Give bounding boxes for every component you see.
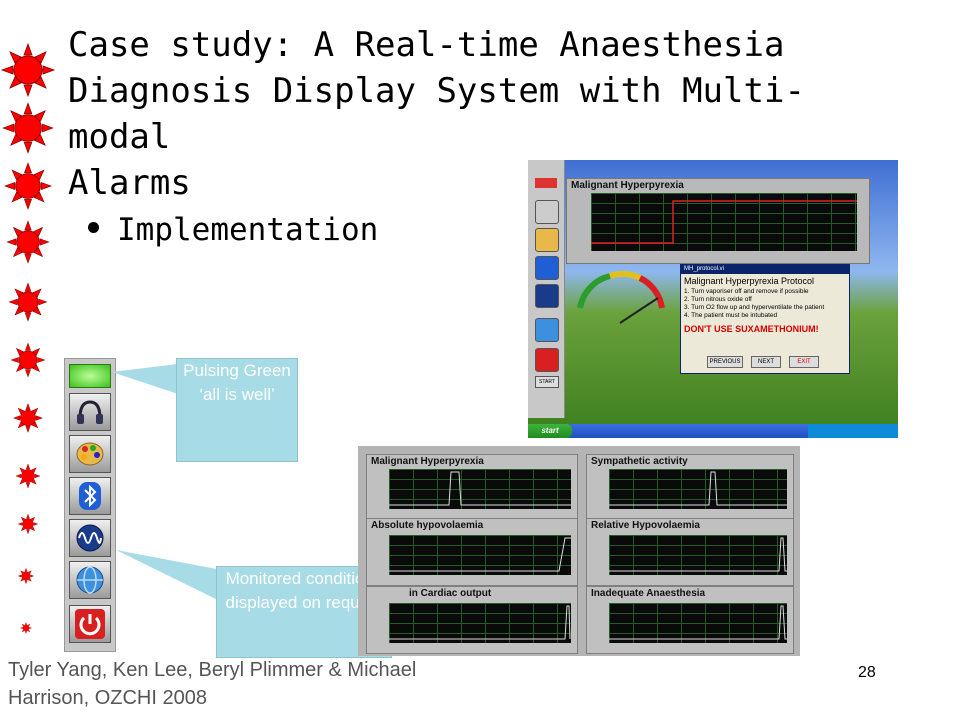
system-tray [808, 424, 898, 438]
plot-panel: Inadequate Anaesthesia [586, 586, 794, 654]
waveform-icon[interactable] [69, 519, 111, 557]
bullet-item: Implementation [88, 212, 378, 248]
plot-panel: Absolute hypovolaemia [366, 518, 578, 586]
globe-icon[interactable] [69, 561, 111, 599]
plot-title: in Cardiac output [409, 588, 492, 599]
plot-area [389, 535, 571, 575]
sun-icon [15, 463, 41, 489]
plot-title: Malignant Hyperpyrexia [571, 180, 684, 191]
sun-icon [11, 343, 45, 377]
headphones-icon[interactable] [535, 200, 559, 224]
dialog-heading: Malignant Hyperpyrexia Protocol [684, 276, 815, 286]
plot-area [591, 193, 857, 251]
windows-taskbar [528, 424, 898, 438]
list-item: 2. Turn nitrous oxide off [684, 296, 752, 303]
sun-icon [20, 622, 32, 634]
previous-button[interactable]: PREVIOUS [707, 356, 743, 368]
windows-start-button[interactable]: start [528, 424, 572, 438]
callout-pulsing-green: Pulsing Green ‘all is well’ [176, 358, 298, 462]
red-alarm-light-icon [535, 178, 557, 188]
callout-pointer [116, 550, 222, 602]
protocol-dialog: MH_protocol.vi Malignant Hyperpyrexia Pr… [680, 264, 850, 374]
plot-area [609, 535, 787, 575]
dialog-titlebar: MH_protocol.vi [681, 265, 849, 274]
list-item: 1. Turn vaporiser off and remove if poss… [684, 288, 809, 295]
plot-panel: Malignant Hyperpyrexia [566, 178, 870, 264]
sun-icon [13, 403, 43, 433]
waveform-icon[interactable] [535, 284, 559, 308]
palette-icon[interactable] [535, 228, 559, 252]
next-button[interactable]: NEXT [751, 356, 781, 368]
sun-icon [18, 568, 34, 584]
plot-panel: Relative Hypovolaemia [586, 518, 794, 586]
palette-icon[interactable] [69, 435, 111, 473]
decorative-sun-column [0, 40, 56, 640]
plot-title: Relative Hypovolaemia [591, 520, 700, 531]
bluetooth-icon[interactable] [535, 256, 559, 280]
dialog-steps: 1. Turn vaporiser off and remove if poss… [684, 288, 846, 320]
page-number: 28 [858, 664, 876, 681]
globe-icon[interactable] [535, 318, 559, 342]
screenshot-monitor-grid: Malignant Hyperpyrexia Sympathetic activ… [358, 446, 800, 656]
headphones-icon[interactable] [69, 393, 111, 431]
screenshot-sidebar: START [528, 160, 565, 418]
plot-area [609, 469, 787, 509]
sun-icon [1, 43, 55, 97]
list-item: 4. The patient must be intubated [684, 312, 778, 319]
plot-panel: Malignant Hyperpyrexia [366, 454, 578, 520]
gauge-meter [570, 268, 670, 328]
start-button[interactable]: START [535, 376, 559, 388]
plot-area [389, 469, 571, 509]
plot-area [389, 603, 571, 643]
list-item: 3. Turn O2 flow up and hyperventilate th… [684, 304, 825, 311]
plot-title: Sympathetic activity [591, 456, 688, 467]
plot-panel: in Cardiac output [366, 586, 578, 654]
plot-area [609, 603, 787, 643]
sun-icon [2, 102, 54, 154]
slide-title: Case study: A Real-time Anaesthesia Diag… [68, 25, 805, 203]
exit-button[interactable]: EXIT [789, 356, 819, 368]
power-icon[interactable] [69, 605, 111, 643]
plot-title: Absolute hypovolaemia [371, 520, 484, 531]
footer-authors: Tyler Yang, Ken Lee, Beryl Plimmer & Mic… [8, 659, 417, 709]
sun-icon [4, 162, 52, 210]
plot-title: Inadequate Anaesthesia [591, 588, 706, 599]
sun-icon [6, 220, 50, 264]
bluetooth-icon[interactable] [69, 477, 111, 515]
dialog-warning: DON'T USE SUXAMETHONIUM! [684, 324, 819, 334]
sun-icon [17, 513, 39, 535]
screenshot-protocol-window: START Malignant Hyperpyrexia MH_protocol… [528, 160, 898, 438]
plot-title: Malignant Hyperpyrexia [371, 456, 484, 467]
sun-icon [8, 282, 48, 322]
plot-panel: Sympathetic activity [586, 454, 794, 520]
callout-pointer [112, 364, 178, 394]
app-toolbar [64, 358, 116, 652]
power-icon[interactable] [535, 348, 559, 372]
bullet-dot-icon [88, 222, 99, 233]
green-status-light-icon[interactable] [69, 364, 111, 388]
sun-icons [1, 43, 55, 634]
bullet-text: Implementation [117, 212, 379, 248]
